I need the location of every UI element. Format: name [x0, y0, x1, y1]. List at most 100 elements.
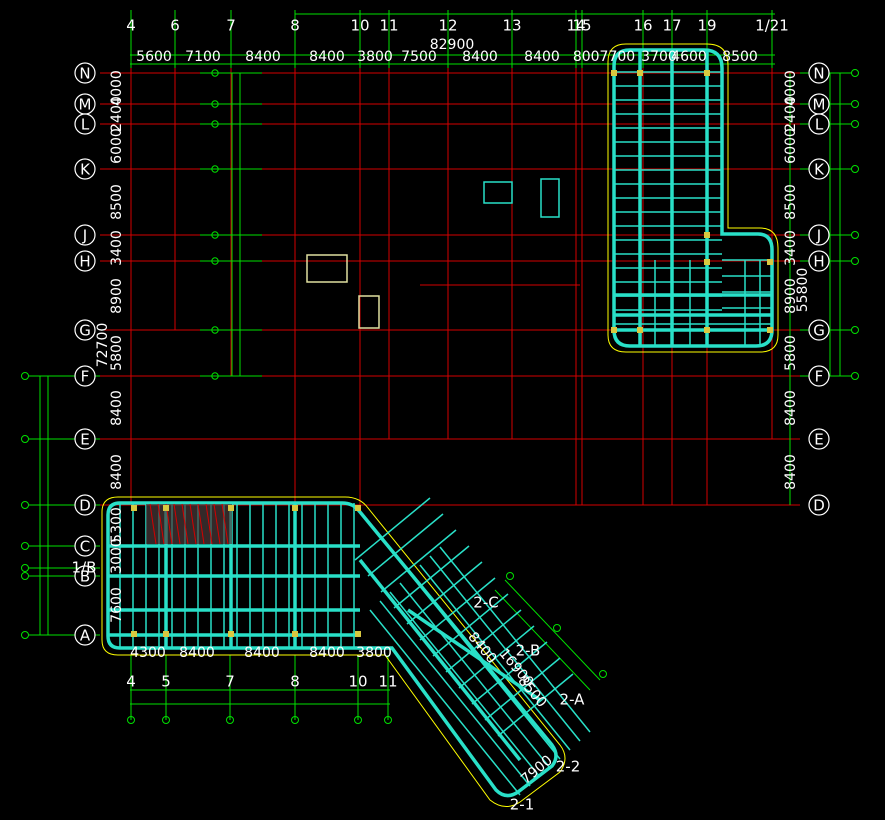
mini-axis-bubble — [211, 257, 219, 265]
dimension-text: 6000 — [109, 128, 125, 164]
dimension-text: 7600 — [109, 587, 125, 623]
hatch-line — [205, 503, 213, 545]
axis-bubble-row — [74, 535, 96, 557]
axis-bubble-row-label: L — [81, 116, 90, 134]
beam — [432, 593, 509, 657]
mini-axis-bubble — [211, 372, 219, 380]
beam — [393, 545, 470, 609]
structural-column — [767, 259, 773, 265]
dimension-text: 8400 — [244, 645, 280, 661]
dimension-text: 2400 — [783, 96, 799, 132]
axis-bubble-row — [808, 494, 830, 516]
structural-column — [611, 327, 617, 333]
axis-bubble-row-label: F — [815, 368, 824, 386]
structural-column — [704, 70, 710, 76]
axis-label-column: 10 — [350, 17, 369, 35]
axis-bubble-row — [74, 624, 96, 646]
beam — [497, 673, 574, 737]
structural-column — [292, 505, 298, 511]
structural-column — [637, 70, 643, 76]
beam — [380, 529, 457, 593]
dimension-text: 3700 — [641, 49, 677, 65]
structural-column — [228, 505, 234, 511]
mini-axis-bubble — [506, 572, 514, 580]
structural-column — [131, 505, 137, 511]
mini-axis-bubble — [851, 120, 859, 128]
dimension-total-text: 55800 — [795, 268, 811, 313]
axis-label-column: 4 — [126, 673, 136, 691]
beam — [354, 497, 431, 561]
mini-axis-bubble — [851, 372, 859, 380]
mini-axis-bubble — [211, 69, 219, 77]
hatch-line — [221, 503, 229, 545]
beam — [389, 591, 541, 778]
axis-label-column: 8 — [290, 673, 300, 691]
axis-label-column: 11 — [379, 17, 398, 35]
beam — [409, 573, 561, 760]
beam — [458, 625, 535, 689]
dimension-text: 3800 — [357, 49, 393, 65]
axis-bubble-row — [808, 224, 830, 246]
dimension-text: 3000 — [109, 538, 125, 574]
mini-axis-bubble — [851, 231, 859, 239]
beam — [439, 546, 591, 733]
axis-label-column: 13 — [502, 17, 521, 35]
dimension-text: 8500 — [109, 184, 125, 220]
dimension-text: 8400 — [309, 645, 345, 661]
beam — [367, 513, 444, 577]
diagonal-axis-label: 2-C — [473, 594, 498, 612]
dim-line — [504, 579, 601, 681]
beam — [419, 577, 496, 641]
beam — [429, 555, 581, 742]
axis-label-column: 10 — [348, 673, 367, 691]
mini-axis-bubble — [851, 69, 859, 77]
axis-bubble-row — [808, 62, 830, 84]
structural-column — [292, 631, 298, 637]
structural-column — [637, 327, 643, 333]
dimension-text: 8400 — [245, 49, 281, 65]
dimension-text: 3400 — [783, 230, 799, 266]
dimension-text: 4000 — [109, 70, 125, 106]
structural-layout — [101, 43, 779, 807]
diagonal-axis-label: 2-A — [560, 691, 586, 709]
beam — [445, 609, 522, 673]
dimension-text: 3800 — [356, 645, 392, 661]
mini-axis-bubble — [211, 165, 219, 173]
structural-column — [767, 327, 773, 333]
opening-rectangle — [358, 295, 380, 329]
dimension-text: 7500 — [401, 49, 437, 65]
mini-axis-bubble — [127, 716, 135, 724]
axis-bubble-row-label: B — [80, 568, 90, 586]
dimension-text: 8400 — [109, 390, 125, 426]
hatch-line — [173, 503, 181, 545]
dimension-text: 8400 — [783, 454, 799, 490]
axis-bubble-row-label: G — [813, 322, 825, 340]
dimension-text: 4000 — [783, 70, 799, 106]
axis-bubble-row-label: H — [79, 253, 90, 271]
mini-axis-bubble — [226, 716, 234, 724]
dimension-text: 2400 — [109, 96, 125, 132]
beam — [419, 564, 571, 751]
axis-bubble-row-label: F — [81, 368, 90, 386]
axis-bubble-row-label: D — [79, 497, 91, 515]
dim-line — [494, 589, 591, 691]
axis-label-column: 8 — [290, 17, 300, 35]
mini-axis-bubble — [211, 231, 219, 239]
dimension-chains — [21, 10, 859, 724]
axis-bubble-row — [808, 113, 830, 135]
axis-bubble-row-label: J — [816, 227, 821, 245]
axis-bubble-row — [808, 428, 830, 450]
mini-axis-bubble — [21, 572, 29, 580]
mini-axis-bubble — [851, 165, 859, 173]
mini-axis-bubble — [211, 120, 219, 128]
mini-axis-bubble — [211, 100, 219, 108]
opening-rectangle — [483, 181, 513, 204]
axis-bubble-row-label: A — [80, 627, 91, 645]
dimension-text: 8400 — [462, 49, 498, 65]
axis-bubble-row — [74, 494, 96, 516]
axis-bubble-row-label: J — [82, 227, 87, 245]
dimension-text: 7100 — [185, 49, 221, 65]
dimension-text: 8500 — [722, 49, 758, 65]
structural-column — [228, 631, 234, 637]
